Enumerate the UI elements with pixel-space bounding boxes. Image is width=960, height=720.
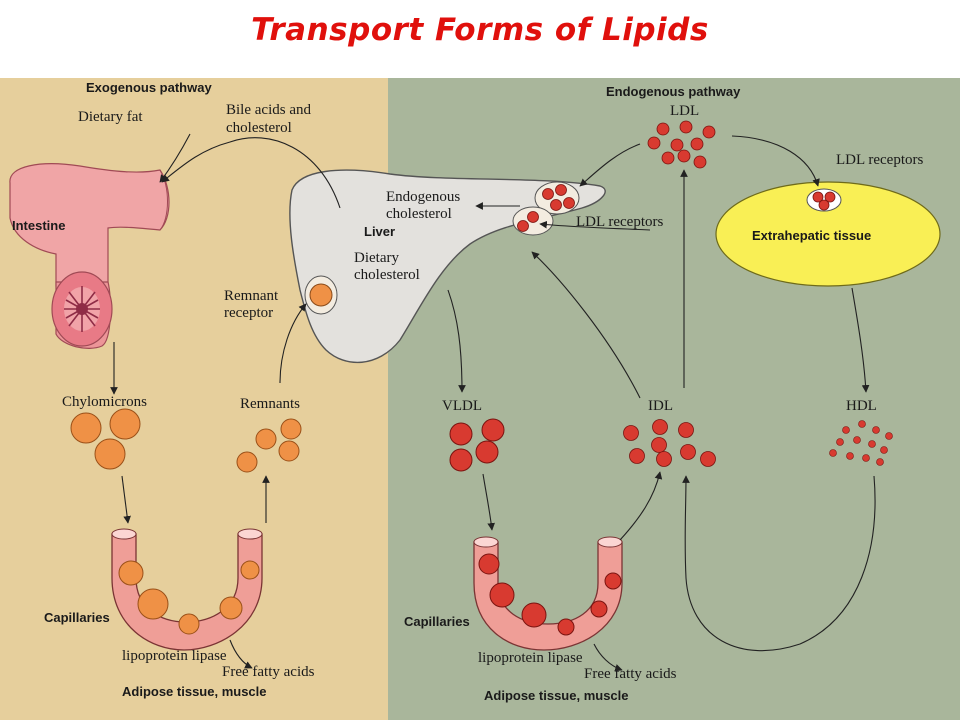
intestine-icon <box>9 163 170 349</box>
endogenous-header: Endogenous pathway <box>606 84 741 99</box>
extrahepatic-ldl-receptors-label: LDL receptors <box>836 152 923 168</box>
exogenous-lipase-label: lipoprotein lipase <box>122 648 227 664</box>
extrahepatic-tissue-icon <box>715 181 941 287</box>
chylomicrons-label: Chylomicrons <box>62 394 147 410</box>
endogenous-capillaries-label: Capillaries <box>404 614 470 629</box>
chylomicron-particles <box>70 408 141 470</box>
remnant-receptor-label-2: receptor <box>224 305 273 321</box>
liver-ldl-receptors-label: LDL receptors <box>576 214 663 230</box>
exogenous-arrows <box>110 133 341 669</box>
idl-label: IDL <box>648 398 673 414</box>
endogenous-capillary-icon <box>473 536 623 651</box>
intestine-label: Intestine <box>12 218 65 233</box>
remnants-label: Remnants <box>240 396 300 412</box>
endogenous-cholesterol-label: Endogenous <box>386 189 460 205</box>
remnant-particles <box>236 418 302 473</box>
bile-cholesterol-label: cholesterol <box>226 120 292 136</box>
lipid-transport-diagram: Exogenous pathway Dietary fat Bile acids… <box>0 78 960 720</box>
hdl-label: HDL <box>846 398 877 414</box>
extrahepatic-label: Extrahepatic tissue <box>752 228 871 243</box>
endogenous-cholesterol-label-2: cholesterol <box>386 206 452 222</box>
exogenous-header: Exogenous pathway <box>86 80 212 95</box>
idl-particles <box>623 419 716 467</box>
hdl-particles <box>829 420 893 466</box>
exogenous-capillaries-label: Capillaries <box>44 610 110 625</box>
ldl-label: LDL <box>670 103 699 119</box>
endogenous-adipose-label: Adipose tissue, muscle <box>484 688 629 703</box>
bile-acids-label: Bile acids and <box>226 102 311 118</box>
dietary-cholesterol-label: Dietary <box>354 250 399 266</box>
exogenous-adipose-label: Adipose tissue, muscle <box>122 684 267 699</box>
ldl-particles <box>647 120 716 169</box>
exogenous-capillary-icon <box>111 528 263 651</box>
endogenous-lipase-label: lipoprotein lipase <box>478 650 583 666</box>
endogenous-ffa-label: Free fatty acids <box>584 666 677 682</box>
dietary-fat-label: Dietary fat <box>78 109 143 125</box>
dietary-cholesterol-label-2: cholesterol <box>354 267 420 283</box>
liver-label: Liver <box>364 224 395 239</box>
liver-ldl-particles <box>517 184 575 232</box>
vldl-particles <box>449 418 505 472</box>
vldl-label: VLDL <box>442 398 482 414</box>
endogenous-arrows <box>447 135 876 672</box>
page-title: Transport Forms of Lipids <box>251 12 709 48</box>
exogenous-ffa-label: Free fatty acids <box>222 664 315 680</box>
remnant-receptor-label: Remnant <box>224 288 279 304</box>
